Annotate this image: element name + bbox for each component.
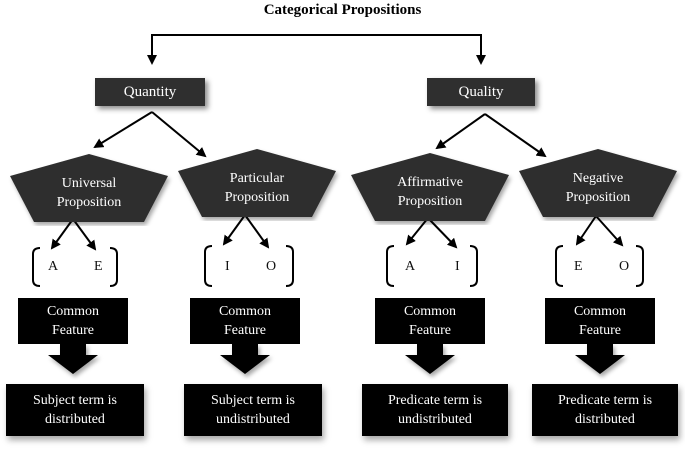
feature-line2: Feature	[52, 323, 94, 338]
down-arrow-4	[575, 344, 625, 374]
negative-letter-b: O	[619, 259, 630, 274]
particular-line2: Proposition	[224, 190, 290, 205]
common-feature-box-3: Common Feature	[375, 298, 485, 344]
feature-line1: Common	[218, 304, 272, 319]
negative-line1: Negative	[572, 171, 624, 186]
quantity-node: Quantity	[95, 78, 205, 106]
result-line1: Subject term is	[211, 393, 295, 408]
quality-node: Quality	[427, 78, 535, 106]
feature-line1: Common	[46, 304, 100, 319]
feature-line1: Common	[403, 304, 457, 319]
arrow-quantity-particular	[151, 111, 207, 158]
result-line1: Predicate term is	[557, 393, 653, 408]
down-arrow-1	[48, 344, 98, 374]
feature-line1: Common	[573, 304, 627, 319]
result-line2: distributed	[45, 412, 105, 427]
particular-line1: Particular	[229, 171, 285, 186]
result-box-3: Predicate term is undistributed	[362, 384, 508, 436]
arrow-quality-affirmative	[435, 113, 486, 150]
feature-line2: Feature	[409, 323, 451, 338]
common-feature-box-1: Common Feature	[18, 298, 128, 344]
affirmative-line1: Affirmative	[397, 175, 463, 190]
particular-letter-a: I	[225, 259, 230, 274]
result-line1: Subject term is	[33, 393, 117, 408]
particular-letter-b: O	[266, 259, 277, 274]
universal-line2: Proposition	[56, 195, 122, 210]
arrow-quantity-universal	[93, 111, 153, 149]
down-arrow-2	[220, 344, 270, 374]
result-line2: undistributed	[216, 412, 290, 427]
universal-letter-b: E	[94, 259, 103, 274]
diagram-title: Categorical Propositions	[263, 2, 422, 18]
result-box-4: Predicate term is distributed	[532, 384, 678, 436]
down-arrow-3	[405, 344, 455, 374]
result-line2: distributed	[575, 412, 635, 427]
affirmative-line2: Proposition	[397, 194, 463, 209]
common-feature-box-2: Common Feature	[190, 298, 300, 344]
result-box-1: Subject term is distributed	[6, 384, 144, 436]
feature-line2: Feature	[579, 323, 621, 338]
arrow-quality-negative	[484, 113, 547, 158]
result-box-2: Subject term is undistributed	[184, 384, 322, 436]
result-line2: undistributed	[398, 412, 472, 427]
negative-line2: Proposition	[565, 190, 631, 205]
feature-line2: Feature	[224, 323, 266, 338]
title-connector	[151, 34, 482, 63]
result-line1: Predicate term is	[387, 393, 483, 408]
affirmative-letter-a: A	[405, 259, 416, 274]
universal-line1: Universal	[61, 176, 117, 191]
affirmative-letter-b: I	[455, 259, 460, 274]
common-feature-box-4: Common Feature	[545, 298, 655, 344]
negative-letter-a: E	[574, 259, 583, 274]
universal-letter-a: A	[48, 259, 59, 274]
